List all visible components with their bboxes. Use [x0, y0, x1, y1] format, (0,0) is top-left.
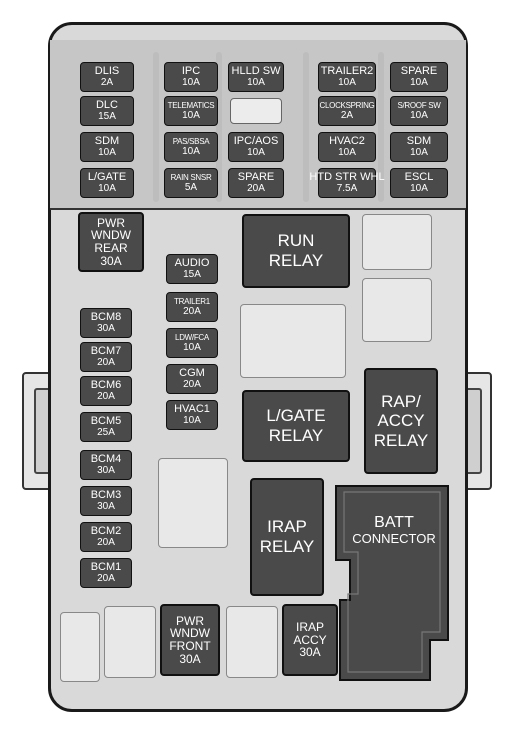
column-divider: [303, 52, 309, 202]
empty-relay-slot: [362, 278, 432, 342]
column-divider: [153, 52, 159, 202]
fuse-slot-empty: [230, 98, 282, 124]
column-divider: [378, 52, 384, 202]
empty-slot: [158, 458, 228, 548]
batt-connector-label: BATT CONNECTOR: [340, 514, 448, 547]
empty-slot: [60, 612, 100, 682]
batt-connector-outline: [335, 485, 449, 681]
empty-slot: [104, 606, 156, 678]
fuse-pwr-wndw-front: PWR WNDW FRONT 30A: [160, 604, 220, 676]
batt-label-line2: CONNECTOR: [352, 531, 436, 547]
empty-slot: [226, 606, 278, 678]
batt-connector-inner: [343, 491, 441, 673]
empty-relay-slot: [362, 214, 432, 270]
fuse-irap-accy: IRAP ACCY 30A: [282, 604, 338, 676]
empty-slot: [240, 304, 346, 378]
column-divider: [216, 52, 222, 202]
batt-label-line1: BATT: [374, 514, 414, 531]
fuse-pwr-wndw-rear: PWR WNDW REAR 30A: [78, 212, 144, 272]
